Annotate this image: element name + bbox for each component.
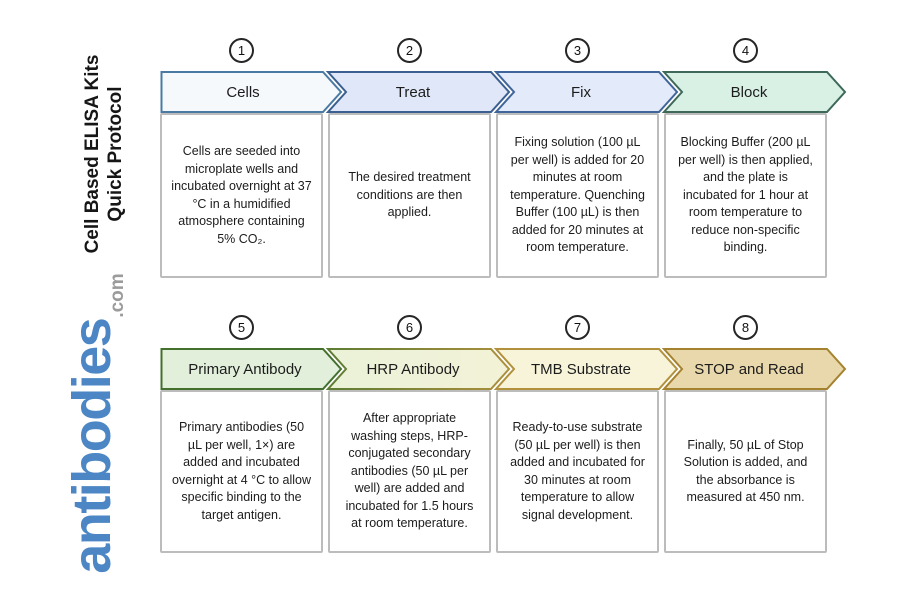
step-5-description: Primary antibodies (50 µL per well, 1×) … [171, 420, 312, 522]
step-8-description: Finally, 50 µL of Stop Solution is added… [683, 437, 808, 505]
step-3-arrow-label: Fix [571, 84, 591, 101]
title-line-2: Quick Protocol [105, 86, 126, 222]
step-7-arrow [493, 348, 679, 390]
brand-suffix: .com [107, 273, 128, 318]
step-4-description: Blocking Buffer (200 µL per well) is the… [678, 135, 813, 255]
step-8-number: 8 [741, 320, 750, 335]
step-7-description-box: Ready-to-use substrate (50 µL per well) … [496, 390, 659, 553]
step-1-arrow-label: Cells [226, 84, 259, 101]
step-6-arrow-label: HRP Antibody [366, 361, 460, 378]
step-4-number: 4 [741, 43, 750, 58]
step-2-description: The desired treatment conditions are the… [348, 170, 471, 220]
step-6-description: After appropriate washing steps, HRP-con… [345, 411, 474, 531]
step-8-arrow-label: STOP and Read [694, 361, 804, 378]
step-2-arrow [325, 71, 511, 113]
step-8-number-badge: 8 [733, 315, 758, 340]
step-4-description-box: Blocking Buffer (200 µL per well) is the… [664, 113, 827, 278]
step-1-number: 1 [237, 43, 246, 58]
step-5-arrow-label: Primary Antibody [188, 361, 302, 378]
step-6-number: 6 [405, 320, 414, 335]
step-1-number-badge: 1 [229, 38, 254, 63]
step-5-description-box: Primary antibodies (50 µL per well, 1×) … [160, 390, 323, 553]
step-2-description-box: The desired treatment conditions are the… [328, 113, 491, 278]
title-line-1: Cell Based ELISA Kits [82, 54, 104, 254]
arrow-row-2: Primary Antibody HRP Antibody TMB Substr… [160, 348, 847, 390]
step-5-arrow [160, 348, 343, 390]
step-5-number: 5 [237, 320, 246, 335]
step-1-description-box: Cells are seeded into microplate wells a… [160, 113, 323, 278]
step-3-number-badge: 3 [565, 38, 590, 63]
step-2-number: 2 [405, 43, 414, 58]
step-6-description-box: After appropriate washing steps, HRP-con… [328, 390, 491, 553]
step-2-arrow-label: Treat [396, 84, 431, 101]
step-2-number-badge: 2 [397, 38, 422, 63]
step-5-number-badge: 5 [229, 315, 254, 340]
step-8-arrow [661, 348, 847, 390]
step-7-arrow-label: TMB Substrate [531, 361, 631, 378]
step-3-arrow [493, 71, 679, 113]
step-1-arrow [160, 71, 343, 113]
step-7-number-badge: 7 [565, 315, 590, 340]
step-4-arrow-label: Block [731, 84, 768, 101]
step-3-description-box: Fixing solution (100 µL per well) is add… [496, 113, 659, 278]
page-title: Cell Based ELISA Kits Quick Protocol [82, 55, 128, 254]
brand-name: antibodies [62, 318, 122, 574]
step-7-number: 7 [573, 320, 582, 335]
step-8-description-box: Finally, 50 µL of Stop Solution is added… [664, 390, 827, 553]
step-3-description: Fixing solution (100 µL per well) is add… [510, 135, 645, 255]
step-3-number: 3 [573, 43, 582, 58]
step-6-arrow [325, 348, 511, 390]
step-7-description: Ready-to-use substrate (50 µL per well) … [510, 420, 645, 522]
step-1-description: Cells are seeded into microplate wells a… [171, 144, 312, 246]
step-4-number-badge: 4 [733, 38, 758, 63]
step-6-number-badge: 6 [397, 315, 422, 340]
brand-logo: antibodies.com [62, 273, 128, 574]
arrow-row-1: Cells Treat Fix Block [160, 71, 847, 113]
step-4-arrow [661, 71, 847, 113]
